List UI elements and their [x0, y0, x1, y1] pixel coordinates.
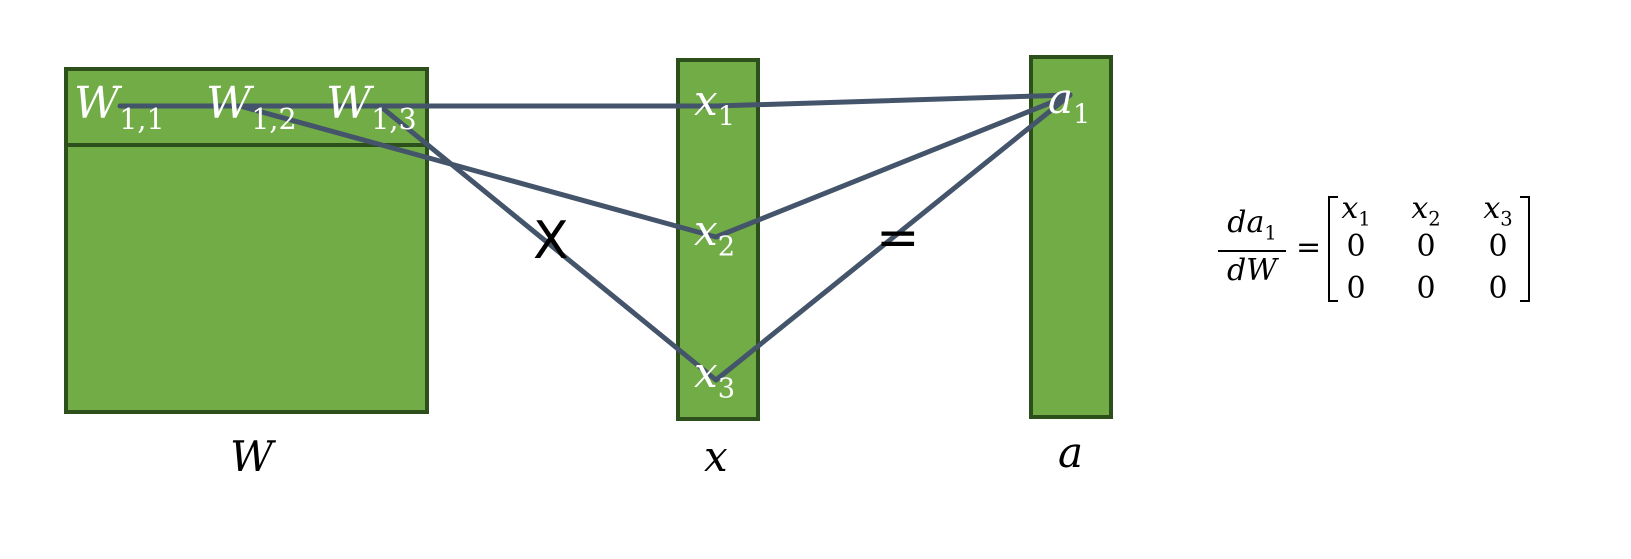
matrix-w-row-divider — [66, 143, 427, 147]
cell-sub: 3 — [1500, 207, 1513, 231]
cell-base: x — [1341, 191, 1359, 226]
w13-base: W — [326, 78, 372, 129]
connector-w12-x2 — [237, 103, 719, 240]
matrix-cell: 0 — [1346, 229, 1366, 264]
x2-label: x2 — [694, 210, 735, 261]
matrix-cell: 0 — [1416, 271, 1436, 306]
x1-label: x1 — [694, 80, 735, 131]
cell-sub: 1 — [1358, 207, 1371, 231]
x3-base: x — [694, 348, 718, 397]
vector-x-caption: x — [704, 432, 728, 481]
x3-label: x3 — [694, 352, 735, 403]
matrix-left-bracket — [1328, 196, 1338, 302]
x2-sub: 2 — [717, 231, 736, 263]
x1-base: x — [694, 76, 718, 125]
matrix-w-caption: W — [230, 432, 274, 481]
w11-sub: 1,1 — [119, 101, 165, 136]
derivative-denominator: dW — [1218, 256, 1286, 286]
vector-a-caption: a — [1058, 428, 1084, 477]
matrix-cell: 0 — [1488, 229, 1508, 264]
w12-base: W — [206, 78, 252, 129]
a1-label: a1 — [1048, 78, 1090, 129]
w12-sub: 1,2 — [251, 101, 297, 136]
connector-w13-x3 — [377, 103, 719, 383]
matrix-right-bracket — [1520, 196, 1530, 302]
derivative-equals: = — [1296, 230, 1322, 265]
connector-x1-a1 — [713, 92, 1073, 109]
a1-base: a — [1048, 74, 1074, 123]
w13-sub: 1,3 — [371, 101, 417, 136]
w11-label: W1,1 — [74, 82, 165, 136]
matrix-cell: x2 — [1396, 194, 1456, 229]
times-operator: X — [533, 211, 569, 271]
equals-operator: = — [876, 208, 920, 268]
matrix-cell: 0 — [1346, 271, 1366, 306]
w12-label: W1,2 — [206, 82, 297, 136]
cell-base: x — [1411, 191, 1429, 226]
x1-sub: 1 — [717, 101, 736, 133]
x2-base: x — [694, 206, 718, 255]
cell-base: x — [1483, 191, 1501, 226]
numerator-base: da — [1227, 205, 1265, 240]
a1-sub: 1 — [1073, 99, 1091, 131]
w11-base: W — [74, 78, 120, 129]
derivative-numerator: da1 — [1218, 208, 1286, 243]
matrix-cell: 0 — [1416, 229, 1436, 264]
matrix-cell: 0 — [1488, 271, 1508, 306]
matrix-cell: x1 — [1326, 194, 1386, 229]
cell-sub: 2 — [1428, 207, 1441, 231]
matrix-cell: x3 — [1468, 194, 1528, 229]
denominator-text: dW — [1226, 253, 1278, 288]
connector-x3-a1 — [713, 92, 1073, 383]
w13-label: W1,3 — [326, 82, 417, 136]
fraction-bar — [1218, 250, 1286, 252]
connector-x2-a1 — [713, 92, 1073, 240]
numerator-sub: 1 — [1264, 221, 1277, 245]
matrix-w-box — [64, 67, 429, 414]
derivative-equation: da1 dW = x1 x2 x3 0 0 0 0 0 0 — [1218, 194, 1548, 310]
x3-sub: 3 — [717, 373, 736, 405]
